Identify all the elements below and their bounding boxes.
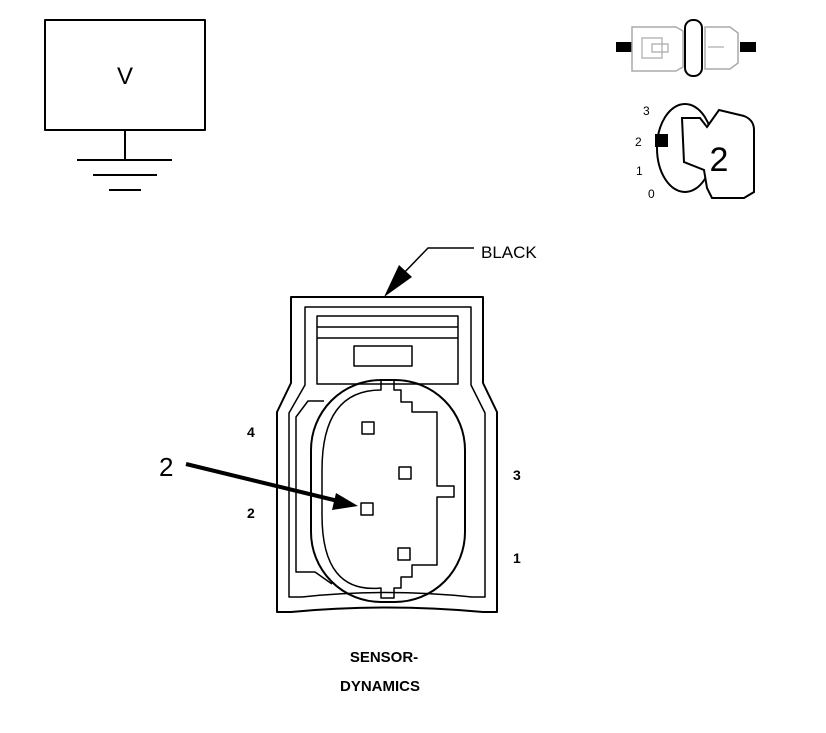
pin-cavity-3 [398,466,412,480]
ignition-position-1: 1 [636,164,643,178]
ignition-key-icon: 3 2 1 0 2 [635,103,755,201]
connector-name-line2: DYNAMICS [340,678,420,695]
connector-latch [316,315,459,385]
pin-label-3: 3 [513,467,521,483]
ignition-position-0: 0 [648,187,655,201]
voltmeter-symbol-label: V [117,63,133,90]
ignition-selected-position: 2 [710,141,729,179]
pin-callout: 2 [159,452,358,510]
pin-cavity-4 [361,421,375,435]
color-callout-arrowhead [384,265,412,297]
pin-label-4: 4 [247,424,255,440]
pin-label-1: 1 [513,550,521,566]
pin-cavity-1 [397,547,411,561]
pin-insert [321,379,455,599]
pin-callout-label: 2 [159,452,173,482]
ignition-position-3: 3 [643,104,650,118]
connector-disconnect-icon [616,19,756,77]
ignition-key-head [680,108,755,199]
connector-name-line1: SENSOR- [350,649,418,666]
connector-color-label: BLACK [481,243,537,262]
connector-housing-inner [288,306,486,598]
connector-face [276,296,498,613]
ignition-position-2: 2 [635,135,642,149]
pin-callout-arrowhead [332,493,358,510]
pin-label-2: 2 [247,505,255,521]
connector-housing-outer [276,296,498,613]
latch-tab [353,345,413,367]
pin-cavity-2 [360,502,374,516]
color-callout: BLACK [384,243,537,297]
ignition-marker [655,134,668,147]
voltmeter-ground-symbol: V [44,19,206,191]
